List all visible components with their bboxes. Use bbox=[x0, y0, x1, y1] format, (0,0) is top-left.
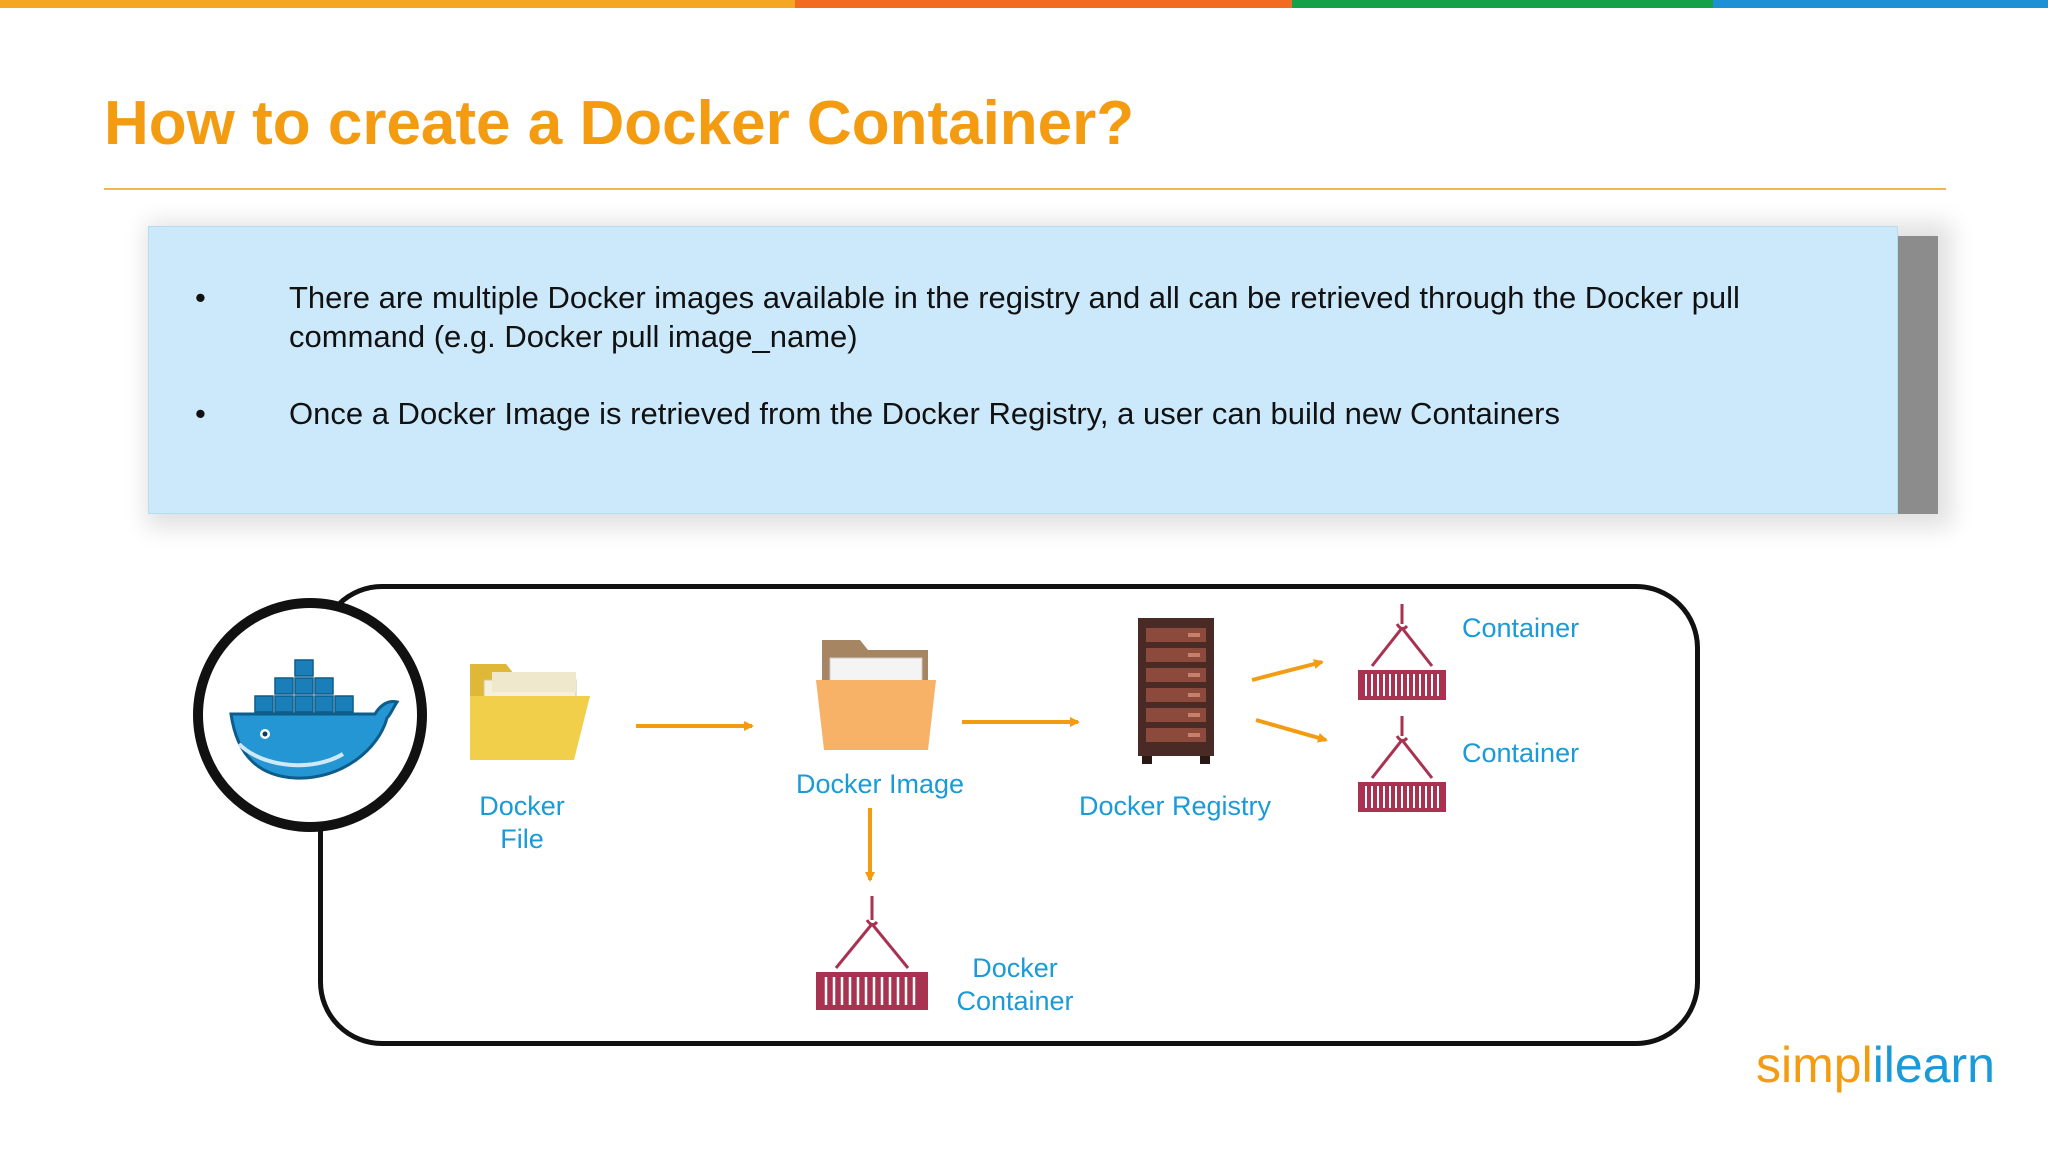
docker-container-label: Docker Container bbox=[956, 953, 1074, 1016]
container-label-1: Container bbox=[1462, 613, 1580, 643]
top-bar-segment-blue bbox=[1713, 0, 2048, 8]
top-bar-segment-yellow bbox=[0, 0, 795, 8]
bullet-text: There are multiple Docker images availab… bbox=[289, 280, 1740, 354]
brand-part-1: simpl bbox=[1756, 1037, 1873, 1093]
docker-logo bbox=[193, 598, 427, 832]
container-label-2: Container bbox=[1462, 738, 1580, 768]
bullet-panel: • There are multiple Docker images avail… bbox=[148, 226, 1898, 514]
brand-part-2: i bbox=[1872, 1037, 1884, 1093]
docker-whale-icon bbox=[229, 659, 400, 780]
bullet-text: Once a Docker Image is retrieved from th… bbox=[289, 396, 1560, 431]
title-divider bbox=[104, 188, 1946, 190]
container-crane-icon bbox=[816, 896, 928, 1010]
folder-open-icon bbox=[470, 664, 590, 760]
top-color-bar bbox=[0, 0, 2048, 8]
simplilearn-logo: simplilearn bbox=[1756, 1036, 1995, 1094]
diagram-frame bbox=[318, 584, 1700, 1046]
docker-registry-label: Docker Registry bbox=[1078, 791, 1272, 821]
docker-file-label: Docker File bbox=[479, 791, 565, 854]
container-crane-icon bbox=[1358, 716, 1446, 812]
folder-image-icon bbox=[816, 640, 936, 750]
docker-image-label: Docker Image bbox=[795, 769, 965, 799]
top-bar-segment-green bbox=[1292, 0, 1713, 8]
bullet-dot: • bbox=[195, 396, 206, 431]
bullet-dot: • bbox=[195, 280, 206, 315]
top-bar-segment-orange bbox=[795, 0, 1292, 8]
slide-title: How to create a Docker Container? bbox=[104, 89, 1135, 158]
brand-part-3: learn bbox=[1883, 1037, 1995, 1093]
server-rack-icon bbox=[1138, 618, 1214, 764]
container-crane-icon bbox=[1358, 604, 1446, 700]
